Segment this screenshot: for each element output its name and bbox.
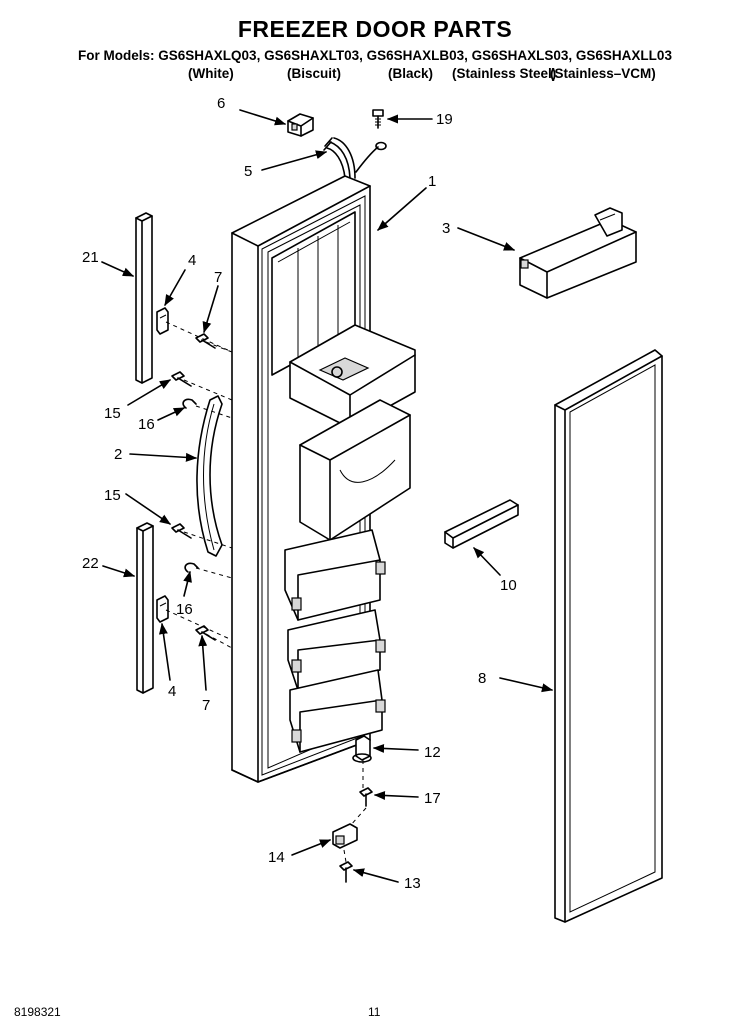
variant-white: (White) (188, 66, 234, 81)
callout-13: 13 (404, 875, 421, 892)
part-19-screw (372, 109, 384, 129)
page-title: FREEZER DOOR PARTS (237, 16, 513, 42)
part-13-screw (339, 861, 353, 883)
variant-biscuit: (Biscuit) (287, 66, 341, 81)
callout-labels: 6 19 5 1 3 21 4 7 15 16 2 15 22 16 4 7 1… (82, 95, 517, 892)
part-2-door-handle (196, 395, 223, 557)
part-5-wire-harness (323, 137, 387, 179)
part-4-clip-lower (156, 595, 169, 623)
callout-14: 14 (268, 849, 285, 866)
callout-2: 2 (114, 446, 122, 463)
callout-6: 6 (217, 95, 225, 112)
callout-7-upper: 7 (214, 269, 222, 286)
callout-7-lower: 7 (202, 697, 210, 714)
callout-3: 3 (442, 220, 450, 237)
callout-21: 21 (82, 249, 99, 266)
callout-22: 22 (82, 555, 99, 572)
part-6-wire-connector (287, 113, 314, 137)
callout-5: 5 (244, 163, 252, 180)
variant-stainless-vcm: (Stainless–VCM) (550, 66, 656, 81)
part-14-hinge (332, 823, 358, 849)
model-list: For Models: GS6SHAXLQ03, GS6SHAXLT03, GS… (78, 48, 672, 63)
part-7-screw-upper (195, 333, 216, 349)
part-4-clip-upper (156, 307, 169, 335)
callout-1: 1 (428, 173, 436, 190)
part-22-handle-trim-lower (136, 522, 154, 694)
part-15-screw-upper (171, 371, 192, 387)
variant-stainless-steel: (Stainless Steel) (452, 66, 557, 81)
variant-black: (Black) (388, 66, 434, 81)
part-8-door-gasket (554, 349, 663, 923)
callout-17: 17 (424, 790, 441, 807)
document-number: 8198321 (14, 1005, 61, 1019)
part-3-door-bin (519, 207, 637, 299)
part-15-screw-lower (171, 523, 192, 539)
part-10-strip (444, 499, 519, 549)
part-12-hinge-bushing (352, 735, 372, 763)
callout-16-lower: 16 (176, 601, 193, 618)
page-number: 11 (368, 1005, 381, 1019)
part-16-clip-lower (184, 562, 199, 573)
leader-lines (101, 109, 554, 883)
callout-8: 8 (478, 670, 486, 687)
callout-15-lower: 15 (104, 487, 121, 504)
callout-12: 12 (424, 744, 441, 761)
callout-4-lower: 4 (168, 683, 176, 700)
callout-10: 10 (500, 577, 517, 594)
part-21-handle-trim-upper (135, 212, 153, 384)
callout-19: 19 (436, 111, 453, 128)
part-16-clip-upper (182, 398, 197, 409)
callout-16-upper: 16 (138, 416, 155, 433)
part-1-door-assembly (231, 175, 416, 783)
part-17-screw (359, 787, 373, 807)
callout-15-upper: 15 (104, 405, 121, 422)
callout-4-upper: 4 (188, 252, 196, 269)
model-variants: (White) (Biscuit) (Black) (Stainless Ste… (0, 66, 750, 84)
